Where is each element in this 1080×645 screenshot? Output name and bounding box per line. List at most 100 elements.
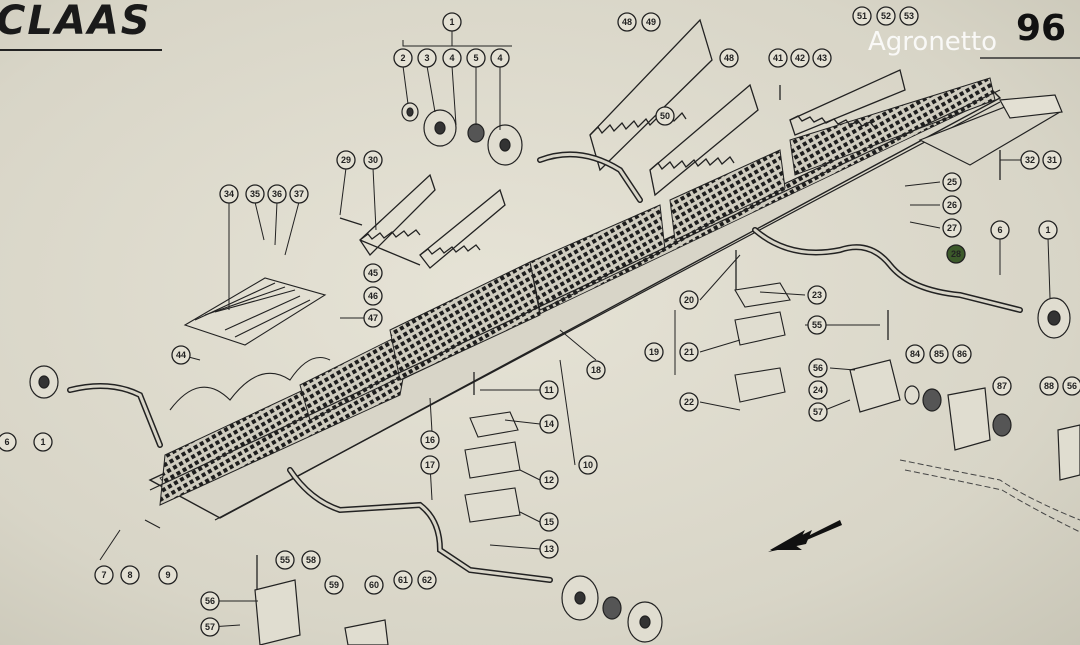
callout-label: 34: [224, 189, 234, 199]
callout-circle: [852, 6, 872, 26]
callout-label: 42: [795, 53, 805, 63]
callout-circle: [1062, 376, 1080, 396]
callout-48: 48: [719, 48, 739, 68]
callout-56: 56: [808, 358, 828, 378]
callout-44: 44: [171, 345, 191, 365]
callout-84: 84: [905, 344, 925, 364]
callout-circle: [942, 172, 962, 192]
bearings: [29, 102, 1071, 643]
callout-45: 45: [363, 263, 383, 283]
callout-circle: [33, 432, 53, 452]
callout-13: 13: [539, 539, 559, 559]
callout-19: 19: [644, 342, 664, 362]
callout-circle: [655, 106, 675, 126]
callout-label: 35: [250, 189, 260, 199]
callout-circle: [219, 184, 239, 204]
callout-label: 3: [424, 53, 429, 63]
callout-label: 22: [684, 397, 694, 407]
callout-48: 48: [617, 12, 637, 32]
callout-53: 53: [899, 6, 919, 26]
callout-5: 5: [466, 48, 486, 68]
callout-label: 48: [724, 53, 734, 63]
callout-circle: [905, 344, 925, 364]
callout-label: 44: [176, 350, 186, 360]
callout-label: 21: [684, 347, 694, 357]
callout-circle: [641, 12, 661, 32]
callout-1: 1: [442, 12, 462, 32]
callout-7: 7: [94, 565, 114, 585]
callout-2: 2: [393, 48, 413, 68]
callout-circle: [899, 6, 919, 26]
callout-35: 35: [245, 184, 265, 204]
callout-15: 15: [539, 512, 559, 532]
callout-4: 4: [442, 48, 462, 68]
callout-label: 32: [1025, 155, 1035, 165]
callout-label: 58: [306, 555, 316, 565]
callout-label: 14: [544, 419, 554, 429]
callout-circle: [679, 392, 699, 412]
callout-62: 62: [417, 570, 437, 590]
callout-circle: [171, 345, 191, 365]
callout-circle: [990, 220, 1010, 240]
callout-52: 52: [876, 6, 896, 26]
callout-37: 37: [289, 184, 309, 204]
housings: [254, 359, 1080, 645]
callout-label: 62: [422, 575, 432, 585]
callout-label: 4: [497, 53, 502, 63]
callout-label: 56: [813, 363, 823, 373]
callout-12: 12: [539, 470, 559, 490]
callout-label: 57: [813, 407, 823, 417]
callout-50: 50: [655, 106, 675, 126]
callout-label: 23: [812, 290, 822, 300]
callout-label: 86: [957, 349, 967, 359]
callout-circle: [679, 342, 699, 362]
callout-label: 17: [425, 460, 435, 470]
callout-57: 57: [808, 402, 828, 422]
callout-circle: [0, 432, 17, 452]
callout-circle: [578, 455, 598, 475]
callout-88: 88: [1039, 376, 1059, 396]
callout-55: 55: [275, 550, 295, 570]
callout-circle: [808, 402, 828, 422]
callout-3: 3: [417, 48, 437, 68]
callout-label: 15: [544, 517, 554, 527]
callout-label: 19: [649, 347, 659, 357]
callout-1: 1: [1038, 220, 1058, 240]
callout-circle: [946, 244, 966, 264]
callout-label: 6: [997, 225, 1002, 235]
callout-47: 47: [363, 308, 383, 328]
callout-circle: [942, 195, 962, 215]
callout-label: 49: [646, 17, 656, 27]
callout-circle: [539, 380, 559, 400]
callout-61: 61: [393, 570, 413, 590]
callout-circle: [363, 286, 383, 306]
callout-label: 48: [622, 17, 632, 27]
callout-label: 25: [947, 177, 957, 187]
callout-55: 55: [807, 315, 827, 335]
callout-circle: [363, 150, 383, 170]
callout-58: 58: [301, 550, 321, 570]
callout-27: 27: [942, 218, 962, 238]
callout-circle: [417, 570, 437, 590]
callout-4: 4: [490, 48, 510, 68]
callout-circle: [120, 565, 140, 585]
callout-label: 26: [947, 200, 957, 210]
callout-label: 12: [544, 475, 554, 485]
callout-label: 84: [910, 349, 920, 359]
callout-label: 1: [449, 17, 454, 27]
callout-circle: [200, 617, 220, 637]
callout-circle: [393, 48, 413, 68]
callout-circle: [466, 48, 486, 68]
callout-43: 43: [812, 48, 832, 68]
callout-16: 16: [420, 430, 440, 450]
callout-circle: [929, 344, 949, 364]
callout-label: 18: [591, 365, 601, 375]
callout-label: 13: [544, 544, 554, 554]
callout-label: 47: [368, 313, 378, 323]
callout-label: 28: [951, 249, 961, 259]
callout-circle: [644, 342, 664, 362]
callout-label: 5: [473, 53, 478, 63]
direction-arrow-icon: [768, 520, 842, 552]
callout-circle: [679, 290, 699, 310]
